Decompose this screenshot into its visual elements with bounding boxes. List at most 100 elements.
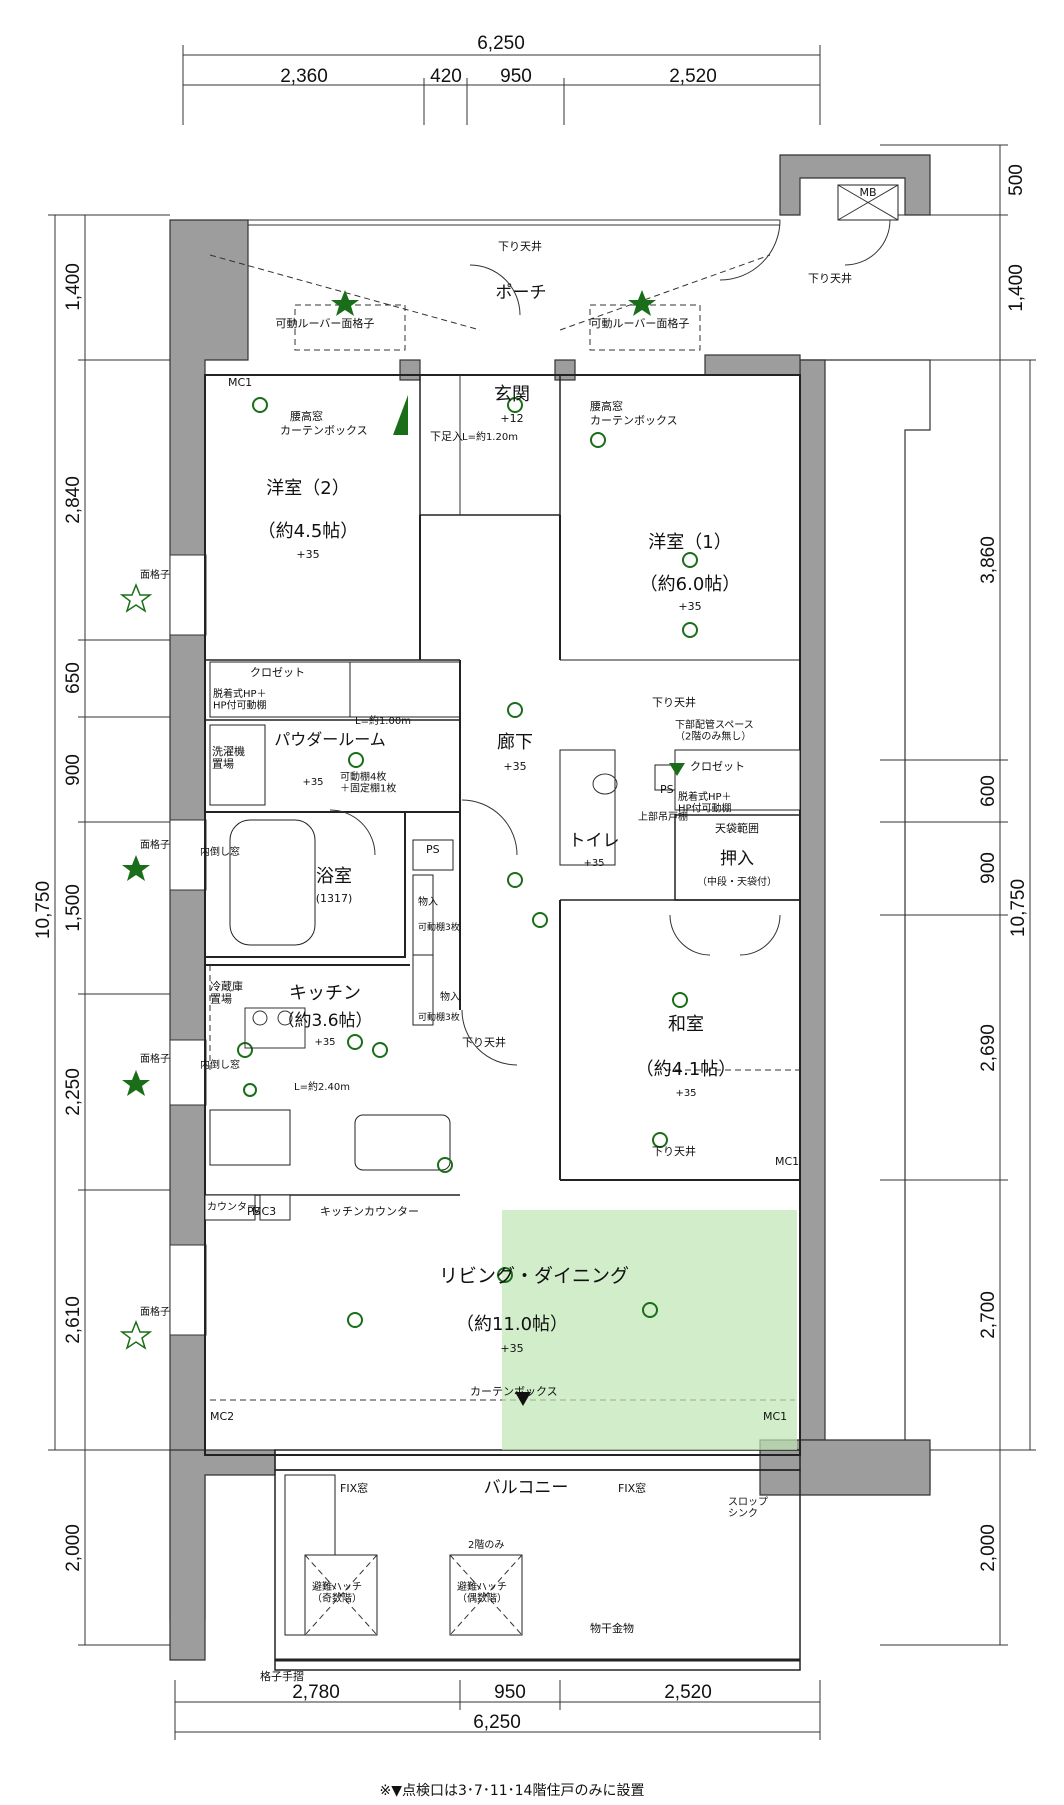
top-seg-2: 420: [430, 66, 462, 87]
bottom-seg-1: 2,780: [292, 1682, 340, 1703]
left-seg-7: 2,610: [63, 1296, 84, 1344]
washitsu-size: （約4.1帖）: [636, 1059, 737, 1080]
closet-left: クロゼット: [250, 666, 305, 679]
mc1-washitsu: MC1: [775, 1155, 799, 1168]
kitchen-label: キッチン: [289, 983, 361, 1004]
right-seg-7: 2,700: [978, 1291, 999, 1339]
naidao-1: 内倒し窓: [200, 845, 240, 858]
left-seg-3: 650: [63, 662, 84, 694]
toilet-height: +35: [583, 858, 604, 869]
mc3-label: MC3: [252, 1205, 276, 1218]
tenbukuro-label: 天袋範囲: [715, 821, 759, 835]
hall-height: +35: [503, 760, 526, 773]
powder-shelf: 可動棚4枚＋固定棚1枚: [340, 770, 396, 795]
right-seg-2: 1,400: [1006, 264, 1027, 312]
washitsu-label: 和室: [668, 1014, 704, 1035]
right-seg-6: 2,690: [978, 1024, 999, 1072]
top-seg-3: 950: [500, 66, 532, 87]
entrance-label: 玄関: [494, 384, 530, 405]
menkoshi-3: 面格子: [140, 1052, 170, 1065]
fix-right: FIX窓: [618, 1481, 646, 1495]
west1-size: （約6.0帖）: [640, 574, 741, 595]
kitchen-height: +35: [314, 1037, 335, 1048]
curtain-left: カーテンボックス: [280, 424, 368, 437]
bottom-total-dim: 6,250: [473, 1712, 521, 1733]
entrance-height: +12: [500, 412, 523, 425]
jobu-tsuri: 上部吊戸棚: [638, 810, 688, 823]
west2-size: （約4.5帖）: [258, 521, 359, 542]
slop-sink: スロップシンク: [728, 1496, 768, 1520]
closet-right: クロゼット: [690, 760, 745, 773]
inspection-marker-closet: [669, 763, 685, 776]
kitchen-size: （約3.6帖）: [277, 1011, 372, 1031]
louver-left: 可動ルーバー面格子: [276, 316, 375, 330]
kitchen-ceiling-note: 下り天井: [462, 1035, 506, 1049]
ps-bath: PS: [426, 843, 440, 856]
koshidaka-right: 腰高窓: [590, 399, 623, 413]
louver-right: 可動ルーバー面格子: [591, 316, 690, 330]
kado-kitchen: 可動棚3枚: [418, 1011, 460, 1023]
menkoshi-2: 面格子: [140, 838, 170, 851]
l-entrance: L=約1.20m: [462, 430, 518, 443]
kitchen-counter: キッチンカウンター: [320, 1205, 419, 1218]
porch-ceiling-note: 下り天井: [498, 239, 542, 253]
left-seg-4: 900: [63, 754, 84, 786]
mc2-label: MC2: [210, 1410, 234, 1423]
left-seg-2: 2,840: [63, 476, 84, 524]
reizoko-label: 冷蔵庫置場: [210, 979, 243, 1006]
fix-left: FIX窓: [340, 1481, 368, 1495]
top-seg-4: 2,520: [669, 66, 717, 87]
right-seg-8: 2,000: [978, 1524, 999, 1572]
menkoshi-4: 面格子: [140, 1305, 170, 1318]
bottom-seg-3: 2,520: [664, 1682, 712, 1703]
hatch-odd: 避難ハッチ（奇数階）: [312, 1580, 362, 1605]
left-seg-1: 1,400: [63, 263, 84, 311]
west1-ceiling-note: 下り天井: [652, 695, 696, 709]
right-dimensions: 500 1,400 3,860 600 900 2,690 2,700 2,00…: [880, 144, 1036, 1646]
closet-rod-left: 脱着式HP＋HP付可動棚: [213, 687, 267, 712]
left-seg-5: 1,500: [63, 884, 84, 932]
toilet-label: トイレ: [569, 831, 620, 851]
kado-bath: 可動棚3枚: [418, 921, 460, 933]
koshi-tesuri-label: 格子手摺: [260, 1669, 304, 1683]
west2-height: +35: [296, 548, 319, 561]
mc1-west2: MC1: [228, 376, 252, 389]
living-height: +35: [500, 1342, 523, 1355]
bottom-dimensions: 2,780 950 2,520 6,250: [174, 1680, 821, 1740]
bath-size: (1317): [316, 892, 353, 905]
sentaku-label: 洗濯機置場: [212, 744, 245, 771]
top-total-dim: 6,250: [477, 33, 525, 54]
balcony-label: バルコニー: [484, 1478, 569, 1498]
mono-kitchen: 物入: [440, 990, 460, 1003]
shita-soku-label: 下足入: [430, 430, 463, 443]
piping-note: 下部配管スペース（2階のみ無し）: [675, 718, 754, 743]
right-total-dim: 10,750: [1008, 879, 1029, 937]
floor2-only: 2階のみ: [468, 1539, 504, 1551]
ps-kitchen: PS: [247, 1205, 261, 1218]
living-floor-tint: [502, 1210, 797, 1450]
living-label: リビング・ダイニング: [439, 1265, 629, 1287]
interior-lines: [204, 184, 899, 1671]
left-total-dim: 10,750: [33, 881, 54, 939]
counter-label: カウンター: [207, 1201, 257, 1213]
ps-toilet: PS: [660, 783, 674, 796]
monohoshi-label: 物干金物: [590, 1621, 634, 1635]
note-labels: 下り天井 下り天井 可動ルーバー面格子 可動ルーバー面格子 MB MC1 MC1…: [140, 186, 877, 1799]
mono-bath: 物入: [418, 895, 438, 908]
left-seg-6: 2,250: [63, 1068, 84, 1116]
mb-label: MB: [859, 186, 876, 199]
menkoshi-1: 面格子: [140, 568, 170, 581]
footnote: ※▼点検口は3･7･11･14階住戸のみに設置: [380, 1783, 645, 1799]
room-labels: ポーチ 玄関 +12 洋室（2） （約4.5帖） +35 洋室（1） （約6.0…: [258, 283, 777, 1498]
koshidaka-left: 腰高窓: [290, 409, 323, 423]
left-dimensions: 1,400 2,840 650 900 1,500 2,250 2,610 2,…: [33, 214, 170, 1646]
oshiire-label: 押入: [720, 849, 754, 869]
powder-height: +35: [302, 777, 323, 788]
washitsu-ceiling-note: 下り天井: [652, 1144, 696, 1158]
right-seg-5: 900: [978, 852, 999, 884]
washitsu-height: +35: [675, 1088, 696, 1099]
light-fixtures: [119, 290, 698, 1350]
west1-height: +35: [678, 600, 701, 613]
right-seg-1: 500: [1006, 164, 1027, 196]
